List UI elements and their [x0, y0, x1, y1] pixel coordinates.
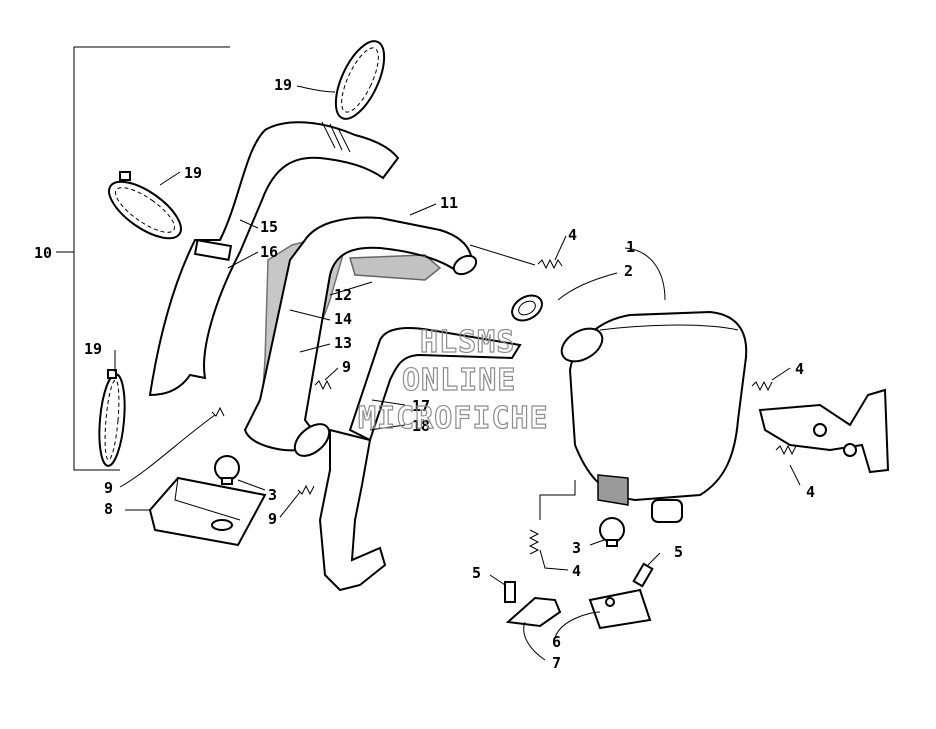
callout-18: 18 [412, 417, 430, 435]
callout-8: 8 [104, 500, 113, 518]
callout-9-left: 9 [104, 479, 113, 497]
mount-bracket-right [758, 388, 890, 474]
callout-12: 12 [334, 286, 352, 304]
clamp-upper [334, 40, 386, 120]
callout-2: 2 [624, 262, 633, 280]
watermark-line-1: HLSMS [420, 325, 515, 360]
watermark-line-2: ONLINE [402, 363, 516, 398]
rubber-bumpers [214, 455, 625, 547]
muffler [560, 310, 748, 523]
callout-labels: 10 19 19 19 15 16 11 12 14 13 9 9 9 8 3 … [34, 76, 815, 672]
bolts [504, 562, 654, 603]
callout-19-lower: 19 [84, 340, 102, 358]
callout-11: 11 [440, 194, 458, 212]
watermark-line-3: MICROFICHE [358, 401, 549, 436]
callout-17: 17 [412, 397, 430, 415]
callout-4-upper: 4 [568, 226, 577, 244]
callout-1: 1 [626, 238, 635, 256]
rubber-mounts [505, 588, 652, 630]
support-tray [148, 476, 267, 547]
clamp-middle [108, 171, 182, 240]
heat-shield-lower [318, 428, 387, 592]
callout-4-right-lower: 4 [806, 483, 815, 501]
callout-6: 6 [552, 633, 561, 651]
callout-5-left: 5 [472, 564, 481, 582]
callout-13: 13 [334, 334, 352, 352]
callout-9-lower: 9 [268, 510, 277, 528]
gasket-ring [511, 294, 543, 322]
leader-lines [114, 85, 801, 661]
callout-15: 15 [260, 218, 278, 236]
callout-10: 10 [34, 244, 52, 262]
callout-3-right: 3 [572, 539, 581, 557]
callout-9-upper: 9 [342, 358, 351, 376]
assembly-bracket [56, 46, 230, 471]
clamp-lower [98, 369, 126, 467]
callout-5-right: 5 [674, 543, 683, 561]
callout-3-left: 3 [268, 486, 277, 504]
head-pipe [243, 216, 522, 457]
callout-19-upper: 19 [274, 76, 292, 94]
springs [211, 258, 797, 555]
callout-7: 7 [552, 654, 561, 672]
y-pipe [148, 121, 400, 397]
callout-4-lower: 4 [572, 562, 581, 580]
callout-19-middle: 19 [184, 164, 202, 182]
callout-16: 16 [260, 243, 278, 261]
callout-4-right-upper: 4 [795, 360, 804, 378]
callout-14: 14 [334, 310, 352, 328]
watermark: HLSMS ONLINE MICROFICHE [357, 324, 549, 436]
